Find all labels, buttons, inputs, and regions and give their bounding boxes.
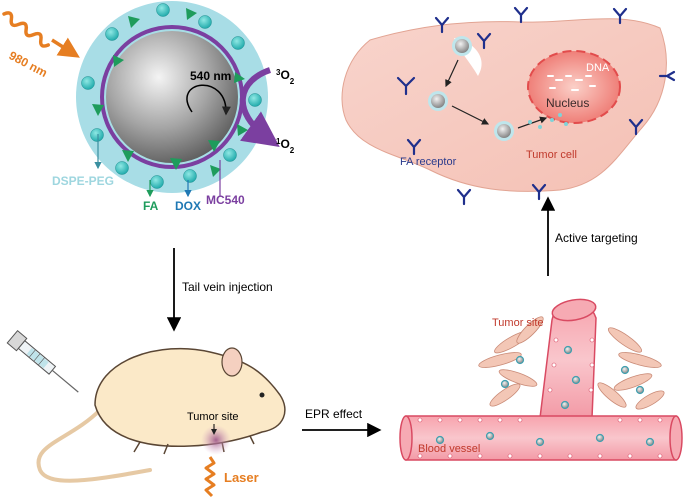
mc540-label: MC540 bbox=[206, 193, 245, 207]
released-drug-dots bbox=[528, 113, 568, 129]
emission-curl-icon bbox=[186, 84, 231, 116]
step-tail-vein: Tail vein injection bbox=[166, 248, 273, 332]
tail-vein-label: Tail vein injection bbox=[182, 280, 273, 294]
dox-label: DOX bbox=[175, 199, 201, 213]
upconversion-core bbox=[106, 31, 238, 163]
nucleus bbox=[527, 50, 621, 124]
tumor-cell-label: Tumor cell bbox=[526, 149, 577, 161]
vessel-tumor-site-label: Tumor site bbox=[492, 317, 544, 329]
laser-wavelength-label: 980 nm bbox=[7, 48, 50, 80]
mouse-legs bbox=[133, 435, 255, 455]
dox-molecules bbox=[81, 3, 262, 189]
vessel-panel: Tumor site Blood vessel bbox=[399, 298, 683, 461]
fa-ligands bbox=[92, 8, 248, 177]
blood-vessel-label: Blood vessel bbox=[418, 443, 480, 455]
syringe-icon bbox=[6, 330, 79, 393]
endothelial-cells bbox=[417, 337, 663, 459]
cell-nanoparticles bbox=[428, 36, 514, 141]
nucleus-label: Nucleus bbox=[546, 96, 589, 110]
fa-receptor-icons bbox=[396, 6, 676, 206]
dna-strands bbox=[547, 75, 596, 91]
epr-label: EPR effect bbox=[305, 407, 363, 421]
mouse-body bbox=[94, 347, 286, 448]
laser-arrow-icon bbox=[51, 37, 80, 58]
mouse-tumor-site-label: Tumor site bbox=[187, 411, 239, 423]
step-active-targeting: Active targeting bbox=[540, 196, 638, 276]
mouse-ear bbox=[221, 347, 243, 377]
tumor-cell-membrane bbox=[341, 18, 667, 192]
emission-wavelength-label: 540 nm bbox=[190, 69, 231, 83]
vessel-main-right-opening bbox=[669, 415, 683, 461]
nanoparticle: 980 nm 540 nm bbox=[2, 1, 295, 213]
tumor-cell-cluster bbox=[478, 316, 665, 410]
dna-label: DNA bbox=[586, 62, 610, 74]
laser-label: Laser bbox=[224, 470, 259, 485]
oxygen-conversion-arrow bbox=[239, 67, 280, 147]
laser-wave-icon bbox=[2, 11, 50, 48]
mouse-tail bbox=[36, 408, 152, 483]
triplet-oxygen-label: 3O2 bbox=[276, 68, 295, 86]
vessel-branch-opening bbox=[551, 298, 597, 322]
singlet-oxygen-label: 1O2 bbox=[276, 137, 295, 155]
laser-zigzag-icon bbox=[204, 456, 216, 498]
fa-receptor-label: FA receptor bbox=[400, 156, 457, 168]
vessel-main-left-opening bbox=[399, 415, 413, 461]
step-epr: EPR effect bbox=[302, 407, 382, 438]
tumor-cell-panel: DNA Nucleus FA bbox=[341, 6, 676, 206]
mouse-panel: Tumor site Laser bbox=[6, 330, 286, 498]
fa-label: FA bbox=[143, 199, 159, 213]
np-path-arrows bbox=[445, 59, 548, 129]
mouse-eye bbox=[259, 392, 265, 398]
active-targeting-label: Active targeting bbox=[555, 231, 638, 245]
tumor-glow bbox=[201, 425, 231, 455]
vessel-nanoparticles bbox=[435, 345, 655, 447]
dspe-peg-label: DSPE-PEG bbox=[52, 174, 114, 188]
